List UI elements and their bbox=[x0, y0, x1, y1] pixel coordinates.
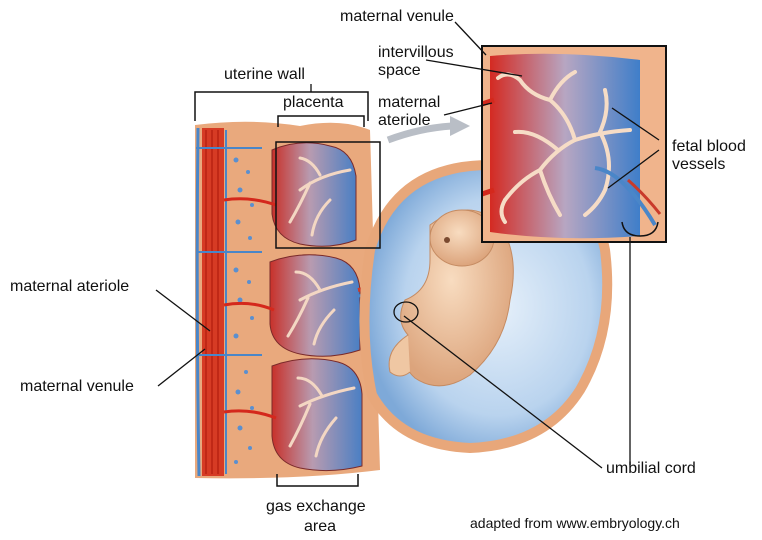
label-intervillous-space-2: space bbox=[378, 62, 421, 80]
label-placenta: placenta bbox=[283, 94, 344, 112]
label-maternal-ateriole-left: maternal ateriole bbox=[10, 278, 129, 296]
label-fetal-blood-vessels-2: vessels bbox=[672, 156, 725, 174]
label-maternal-ateriole-top-1: maternal bbox=[378, 94, 440, 112]
label-umbilical-cord: umbilial cord bbox=[606, 460, 696, 478]
label-maternal-ateriole-top-2: ateriole bbox=[378, 112, 430, 130]
label-uterine-wall: uterine wall bbox=[224, 66, 305, 84]
label-maternal-venule-left: maternal venule bbox=[20, 378, 134, 396]
label-gas-exchange-1: gas exchange bbox=[266, 498, 366, 516]
credit-text: adapted from www.embryology.ch bbox=[470, 514, 680, 532]
label-gas-exchange-2: area bbox=[304, 518, 336, 536]
label-intervillous-space-1: intervillous bbox=[378, 44, 454, 62]
inset-enlargement bbox=[482, 46, 666, 242]
label-maternal-venule-top: maternal venule bbox=[340, 8, 454, 26]
label-fetal-blood-vessels-1: fetal blood bbox=[672, 138, 746, 156]
